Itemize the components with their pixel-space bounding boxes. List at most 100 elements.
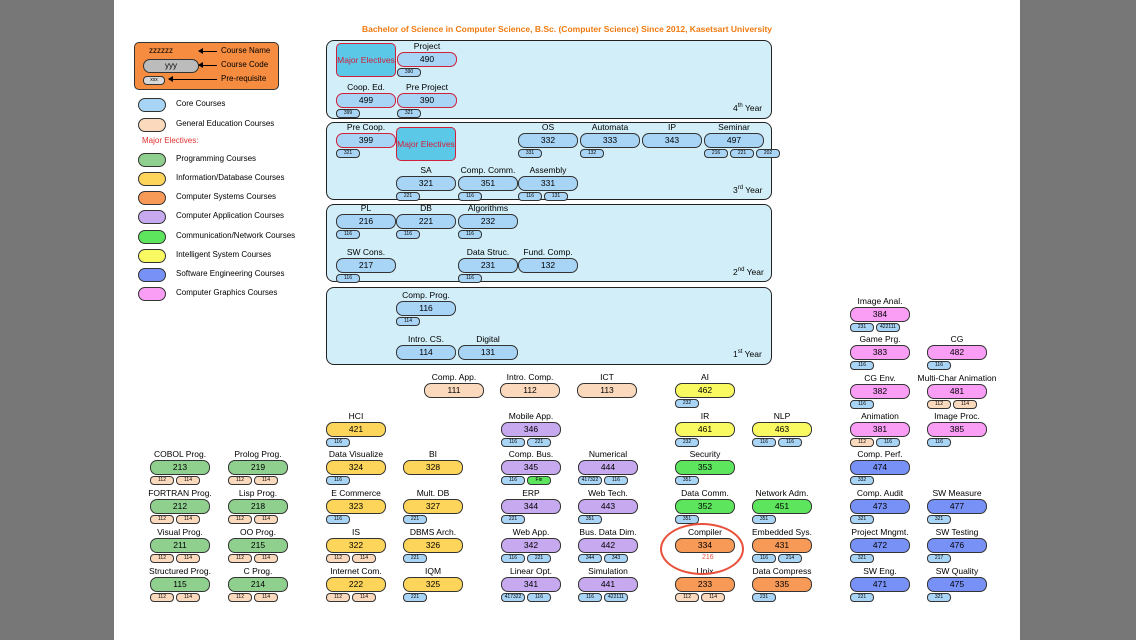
major-electives-box: Major Electives [336, 43, 396, 77]
prereq-pill: 221 [403, 593, 427, 602]
course-name: Structured Prog. [149, 566, 211, 576]
category-label: Computer Application Courses [176, 211, 285, 220]
prereq-pill: 351 [752, 515, 776, 524]
prereq-list: 116 [326, 476, 352, 494]
prereq-pill: 112 [150, 593, 174, 602]
course-code: 441 [578, 577, 638, 592]
course-name: SA [420, 165, 432, 175]
prereq-list: 321 [397, 109, 423, 127]
legend-course-code-label: Course Code [221, 60, 269, 69]
category-label: Software Engineering Courses [176, 269, 285, 278]
category-swatch [138, 172, 166, 186]
prereq-list: 351 [675, 476, 701, 494]
prereq-pill: 332 [850, 476, 874, 485]
course-name: OO Prog. [240, 527, 276, 537]
course-code: 421 [326, 422, 386, 437]
prereq-pill: 214 [778, 554, 802, 563]
course-name: CG [950, 334, 964, 344]
course-code: 474 [850, 460, 910, 475]
course-name: DB [420, 203, 432, 213]
prereq-pill: 114 [254, 554, 278, 563]
course-name: OS [541, 122, 555, 132]
prereq-pill: 116 [578, 593, 602, 602]
prereq-pill: 390 [397, 68, 421, 77]
year-3-label: 3rd Year [733, 185, 763, 195]
course-name: CG Env. [864, 373, 896, 383]
course-name: Pre Coop. [346, 122, 386, 132]
course-code: 116 [396, 301, 456, 316]
course-code: 471 [850, 577, 910, 592]
legend-sample: zzzzzz yyy xxx Course Name Course Code P… [134, 42, 279, 90]
course-code: 481 [927, 384, 987, 399]
course-code: 231 [458, 258, 518, 273]
prereq-pill: 116 [501, 554, 525, 563]
course-name: Linear Opt. [509, 566, 553, 576]
course-name: Numerical [588, 449, 628, 459]
course-name: Coop. Ed. [347, 82, 385, 92]
course-code: 343 [642, 133, 702, 148]
course-name: Comp. Prog. [402, 290, 450, 300]
prereq-list: 221 [403, 593, 429, 611]
prereq-list: 232 [675, 399, 701, 417]
course-name: IR [700, 411, 710, 421]
prereq-pill: 321 [927, 515, 951, 524]
course-code: 212 [150, 499, 210, 514]
prereq-pill: 112 [150, 554, 174, 563]
course-code: 114 [396, 345, 456, 360]
course-name: C Prog. [243, 566, 273, 576]
prereq-pill: 399 [336, 109, 360, 118]
category-swatch [138, 118, 166, 132]
course-code: 443 [578, 499, 638, 514]
prereq-pill: 116 [336, 274, 360, 283]
prereq-pill: 116 [752, 554, 776, 563]
course-code: 472 [850, 538, 910, 553]
course-name: Comp. App. [431, 372, 477, 382]
prereq-list: 116 [326, 438, 352, 456]
category-swatch [138, 191, 166, 205]
prereq-pill: 417322 [501, 593, 525, 602]
course-code: 462 [675, 383, 735, 398]
prereq-list: 231 [752, 593, 778, 611]
prereq-pill: 232 [675, 399, 699, 408]
prereq-list: 221 [403, 515, 429, 533]
course-name: DBMS Arch. [409, 527, 457, 537]
course-name: Internet Com. [330, 566, 382, 576]
course-code: 344 [501, 499, 561, 514]
prereq-list: 221 [850, 593, 876, 611]
course-code: 382 [850, 384, 910, 399]
course-code: 218 [228, 499, 288, 514]
course-code: 335 [752, 577, 812, 592]
prereq-pill: 221 [730, 149, 754, 158]
prereq-list: 321 [927, 515, 953, 533]
prereq-list: 321 [850, 515, 876, 533]
chart-title: Bachelor of Science in Computer Science,… [361, 24, 773, 34]
course-code: 332 [518, 133, 578, 148]
prereq-list: 221 [403, 554, 429, 572]
course-code: 233 [675, 577, 735, 592]
category-label: Core Courses [176, 99, 226, 108]
course-code: 331 [518, 176, 578, 191]
prereq-pill: 221 [527, 438, 551, 447]
arrow-icon [168, 76, 217, 82]
prereq-pill: 112 [927, 400, 951, 409]
prereq-pill: 116 [326, 515, 350, 524]
course-name: HCI [348, 411, 364, 421]
course-name: Fund. Comp. [523, 247, 573, 257]
course-name: Animation [861, 411, 899, 421]
prereq-pill: 112 [675, 593, 699, 602]
prereq-pill: 116 [850, 400, 874, 409]
prereq-pill: 116 [927, 361, 951, 370]
prereq-list: 116 [336, 274, 362, 292]
prereq-pill: 114 [396, 317, 420, 326]
course-name: Multi-Char Animation [917, 373, 997, 383]
year-1-label: 1st Year [733, 349, 762, 359]
course-code: 482 [927, 345, 987, 360]
highlight-circle [660, 523, 744, 575]
